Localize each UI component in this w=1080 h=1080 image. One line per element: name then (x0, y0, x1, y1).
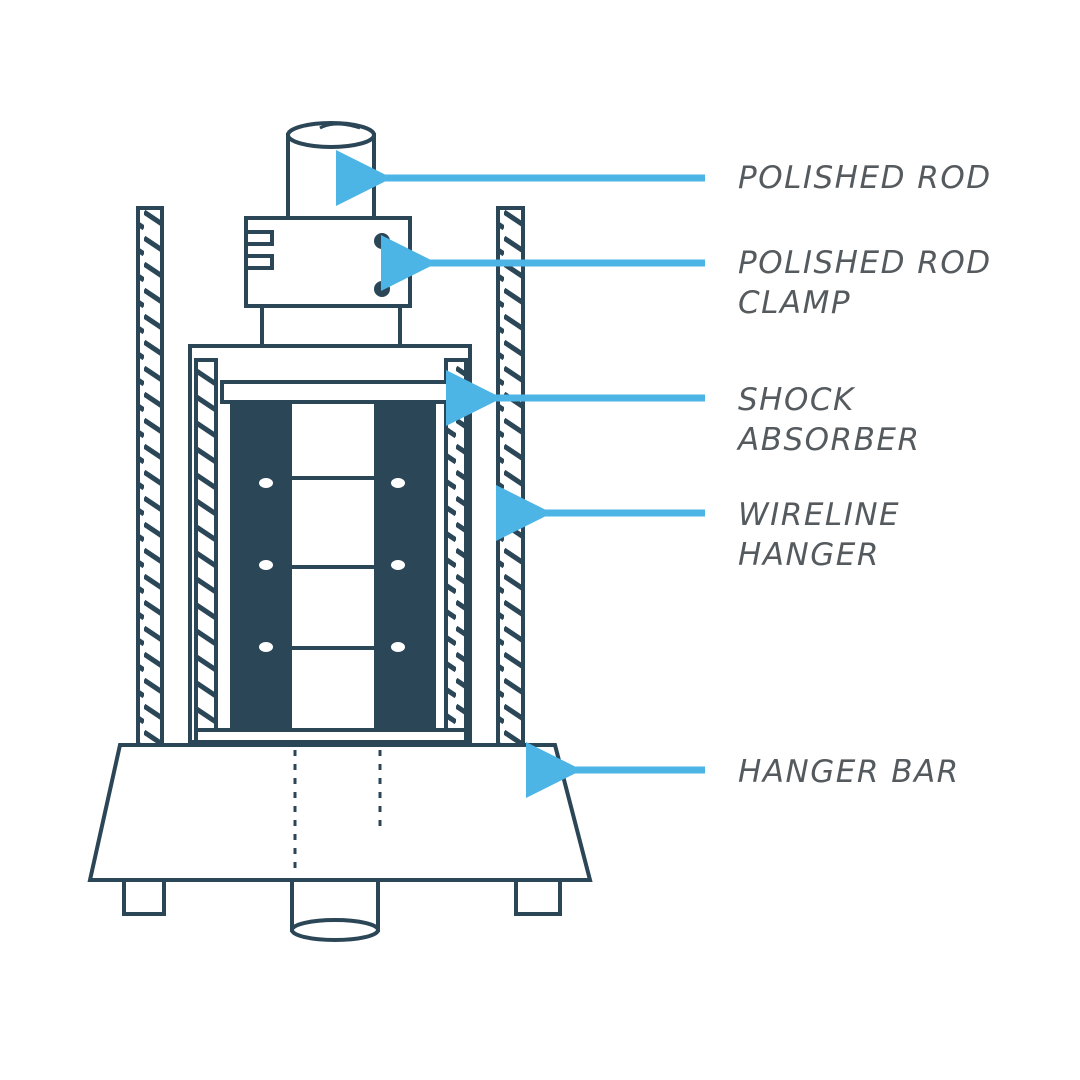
polished-rod-clamp (244, 216, 412, 308)
hanger-bar (87, 743, 593, 882)
label-text: HANGER (738, 537, 880, 573)
label-text: SHOCK (738, 382, 855, 418)
label-shock-absorber: SHOCK ABSORBER (738, 380, 921, 460)
polished-rod (286, 121, 376, 222)
shock-absorber-housing (188, 344, 472, 744)
label-text: POLISHED ROD (738, 245, 992, 281)
label-text: ABSORBER (738, 422, 921, 458)
label-text: POLISHED ROD (738, 160, 992, 196)
wireline-right (496, 206, 525, 750)
label-text: WIRELINE (738, 497, 901, 533)
label-polished-rod: POLISHED ROD (738, 158, 992, 198)
wireline-left (136, 206, 164, 750)
label-hanger-bar: HANGER BAR (738, 752, 960, 792)
label-polished-rod-clamp: POLISHED ROD CLAMP (738, 243, 992, 323)
label-text: CLAMP (738, 285, 852, 321)
label-wireline-hanger: WIRELINE HANGER (738, 495, 900, 575)
label-text: HANGER BAR (738, 754, 960, 790)
